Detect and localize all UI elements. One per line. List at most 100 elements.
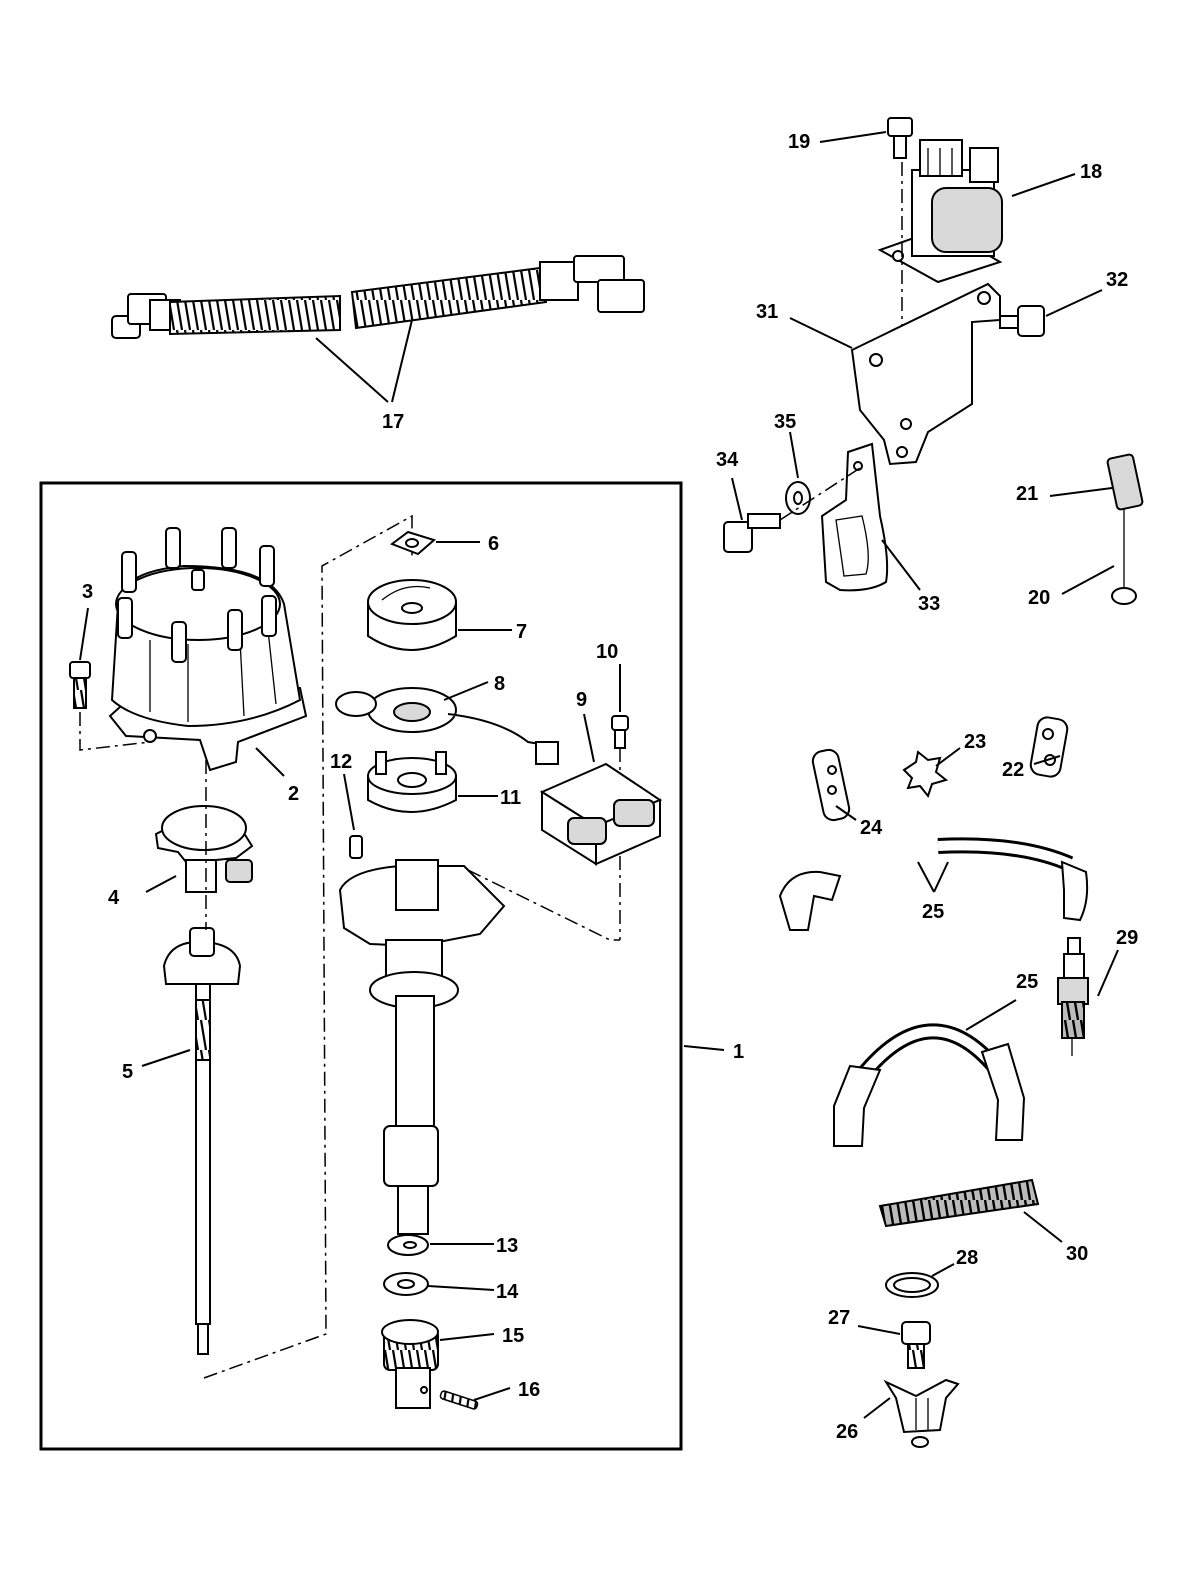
callout-4: 4 — [108, 887, 120, 909]
rotor — [367, 579, 457, 651]
leader-30 — [1023, 1211, 1063, 1243]
coil-bolt — [887, 117, 913, 159]
leader-22 — [1033, 755, 1061, 765]
spark-plug-lead-long — [778, 837, 1089, 931]
leader-14 — [427, 1285, 495, 1291]
spark-plug-lead-short — [833, 1023, 1026, 1147]
callout-22: 22 — [1002, 759, 1024, 781]
callout-17: 17 — [382, 411, 404, 433]
callout-32: 32 — [1106, 269, 1128, 291]
drive-gear — [381, 1319, 439, 1409]
callout-26: 26 — [836, 1421, 858, 1443]
callout-21: 21 — [1016, 483, 1038, 505]
mounting-strap — [820, 442, 889, 592]
leader-12 — [343, 773, 355, 831]
callout-3: 3 — [82, 581, 93, 603]
callout-19: 19 — [788, 131, 810, 153]
leader-25c — [965, 999, 1017, 1031]
cap-screw-dash — [79, 712, 151, 751]
wire-separator-small — [811, 748, 851, 822]
leader-32 — [1045, 289, 1103, 317]
callout-9: 9 — [576, 689, 587, 711]
sealing-washer — [885, 1272, 939, 1298]
distributor-assembly-frame — [39, 481, 683, 1451]
leader-5 — [141, 1049, 191, 1067]
ignition-coil — [877, 139, 1003, 284]
leader-34 — [731, 477, 743, 521]
gear-pin — [439, 1390, 479, 1410]
wire-separator-large — [1029, 716, 1069, 778]
leader-18 — [1011, 173, 1076, 197]
callout-13: 13 — [496, 1235, 518, 1257]
leader-17b — [391, 319, 413, 403]
callout-1: 1 — [733, 1041, 744, 1063]
leader-24 — [835, 805, 857, 821]
callout-20: 20 — [1028, 587, 1050, 609]
leader-26 — [863, 1397, 891, 1419]
strap-washer — [785, 481, 811, 515]
callout-7: 7 — [516, 621, 527, 643]
callout-11: 11 — [500, 787, 521, 809]
thrust-washer — [387, 1234, 429, 1256]
callout-28: 28 — [956, 1247, 978, 1269]
callout-34: 34 — [716, 449, 739, 471]
callout-18: 18 — [1080, 161, 1102, 183]
leader-1 — [683, 1045, 725, 1051]
leader-15 — [439, 1333, 495, 1341]
cap-screw — [69, 661, 91, 709]
callout-27: 27 — [828, 1307, 850, 1329]
pole-piece — [367, 751, 457, 813]
callout-5: 5 — [122, 1061, 133, 1083]
leader-16 — [473, 1387, 511, 1401]
callout-25a: 25 — [922, 901, 944, 923]
leader-27 — [857, 1325, 901, 1335]
rotor-seal — [389, 530, 437, 556]
module-guide-line — [467, 869, 620, 941]
leader-23 — [935, 747, 961, 767]
wire-separator-star — [902, 750, 949, 799]
callout-15: 15 — [502, 1325, 524, 1347]
shim-washer — [383, 1272, 429, 1296]
rotor-housing — [154, 805, 254, 893]
callout-25b: 25 — [1016, 971, 1038, 993]
leader-9 — [583, 713, 595, 763]
retaining-clip — [883, 1378, 960, 1448]
spark-plug-spring — [878, 1178, 1040, 1228]
leader-3 — [79, 607, 89, 661]
module-screw — [611, 715, 629, 749]
roll-pin — [349, 835, 363, 859]
leader-29 — [1097, 949, 1119, 997]
callout-8: 8 — [494, 673, 505, 695]
callout-31: 31 — [756, 301, 778, 323]
wiring-harness — [111, 255, 645, 339]
assembly-guide-line — [203, 514, 413, 1379]
callout-6: 6 — [488, 533, 499, 555]
leader-25b — [933, 861, 949, 893]
callout-24: 24 — [860, 817, 883, 839]
callout-29: 29 — [1116, 927, 1138, 949]
strap-bolt — [723, 513, 781, 553]
bracket-bolt — [999, 305, 1045, 337]
leader-17a — [315, 337, 389, 403]
callout-16: 16 — [518, 1379, 540, 1401]
distributor-housing — [338, 859, 506, 1235]
strap-axis-line — [779, 467, 861, 521]
callout-14: 14 — [496, 1281, 519, 1303]
pickup-coil — [335, 687, 559, 765]
coil-mounting-bracket — [850, 282, 1001, 466]
distributor-shaft — [162, 927, 242, 1355]
distributor-cap — [108, 527, 308, 772]
leader-8 — [443, 681, 489, 701]
spark-plug — [1057, 937, 1089, 1056]
ignition-module — [539, 762, 663, 866]
leader-4 — [145, 875, 177, 893]
callout-23: 23 — [964, 731, 986, 753]
callout-10: 10 — [596, 641, 618, 663]
leader-20 — [1061, 565, 1115, 595]
callout-33: 33 — [918, 593, 940, 615]
leader-25a — [917, 861, 935, 893]
lead-clip — [1106, 453, 1144, 605]
leader-33 — [881, 539, 921, 591]
leader-35 — [789, 431, 799, 479]
